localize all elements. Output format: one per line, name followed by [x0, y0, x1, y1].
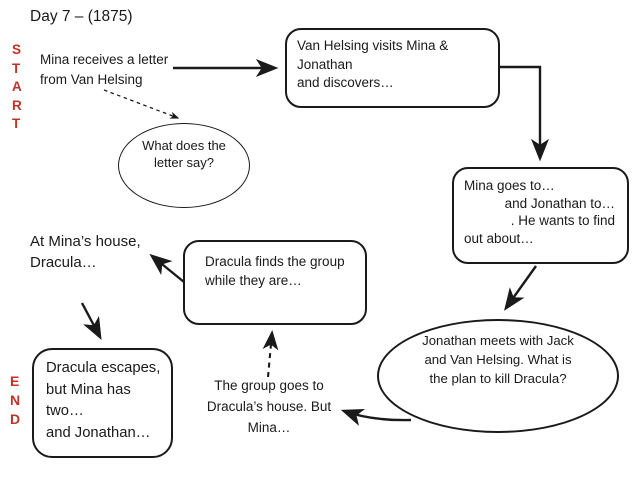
node-text-line: Dracula escapes,: [46, 360, 161, 376]
node-what-does-letter-say-ellipse[interactable]: What does the letter say?: [118, 123, 250, 208]
node-text-line: and discovers…: [297, 75, 394, 90]
node-mina-goes-to-box[interactable]: Mina goes to… and Jonathan to… . He want…: [452, 167, 629, 264]
node-text-line: letter say?: [154, 155, 214, 170]
connector-vanhelsing-to-minagoes: [500, 65, 549, 162]
node-dracula-escapes-box[interactable]: Dracula escapes, but Mina has two… and J…: [32, 348, 173, 458]
node-text-line: . He wants to find: [510, 213, 615, 228]
node-text-line: Mina receives a letter: [40, 52, 169, 67]
arrow-draculafinds-to-atminas: [149, 253, 185, 283]
node-text-line: while they are…: [205, 272, 302, 288]
node-text-line: Dracula finds the group: [205, 254, 345, 269]
node-text-line: Jonathan meets with Jack: [422, 333, 574, 348]
node-mina-receives-letter-text[interactable]: Mina receives a letter from Van Helsing: [40, 50, 168, 90]
start-letter: S: [12, 42, 22, 57]
end-letter: D: [10, 411, 21, 427]
dashed-arrow-letter-to-question: [103, 89, 180, 119]
node-text-line: from Van Helsing: [40, 72, 143, 87]
node-text-line: and Van Helsing. What is: [424, 352, 572, 367]
node-text-line: out about…: [464, 230, 534, 246]
node-text-line: Dracula…: [30, 254, 97, 271]
node-text-line: the plan to kill Dracula?: [429, 371, 567, 386]
end-label: E N D: [10, 372, 20, 429]
node-text-line: Dracula’s house. But: [206, 399, 332, 414]
page-title: Day 7 – (1875): [30, 8, 133, 25]
end-letter: E: [10, 373, 20, 389]
node-text-line: What does the: [142, 138, 226, 153]
node-dracula-finds-group-box[interactable]: Dracula finds the group while they are…: [183, 240, 367, 325]
arrow-atminas-to-escapes: [80, 302, 102, 340]
node-text-line: but Mina has: [46, 381, 131, 398]
node-text-line: The group goes to: [214, 378, 324, 393]
start-label: S T A R T: [12, 41, 22, 134]
node-jonathan-meets-ellipse[interactable]: Jonathan meets with Jack and Van Helsing…: [377, 319, 619, 433]
node-at-minas-house-text[interactable]: At Mina’s house, Dracula…: [30, 231, 141, 273]
node-text-line: and Jonathan to…: [504, 195, 615, 211]
node-text-line: At Mina’s house,: [30, 233, 141, 250]
node-text-line: two…: [46, 403, 84, 419]
arrow-jonathan-ellipse-to-groupgoes: [340, 408, 412, 426]
arrow-minagoes-to-jonathan-ellipse: [504, 265, 537, 311]
dashed-arrow-groupgoes-to-draculafinds: [262, 330, 279, 378]
start-letter: R: [12, 97, 22, 113]
node-group-goes-text[interactable]: The group goes to Dracula’s house. But M…: [198, 375, 340, 438]
node-text-line: and Jonathan…: [46, 424, 151, 441]
node-text-line: Mina goes to…: [464, 178, 555, 193]
start-letter: T: [12, 60, 21, 76]
start-letter: A: [12, 79, 22, 95]
end-letter: N: [10, 392, 21, 408]
start-letter: T: [12, 116, 21, 132]
node-text-line: Mina…: [247, 420, 291, 435]
node-text-line: Van Helsing visits Mina & Jonathan: [297, 38, 449, 72]
node-van-helsing-visits-box[interactable]: Van Helsing visits Mina & Jonathan and d…: [285, 28, 500, 108]
